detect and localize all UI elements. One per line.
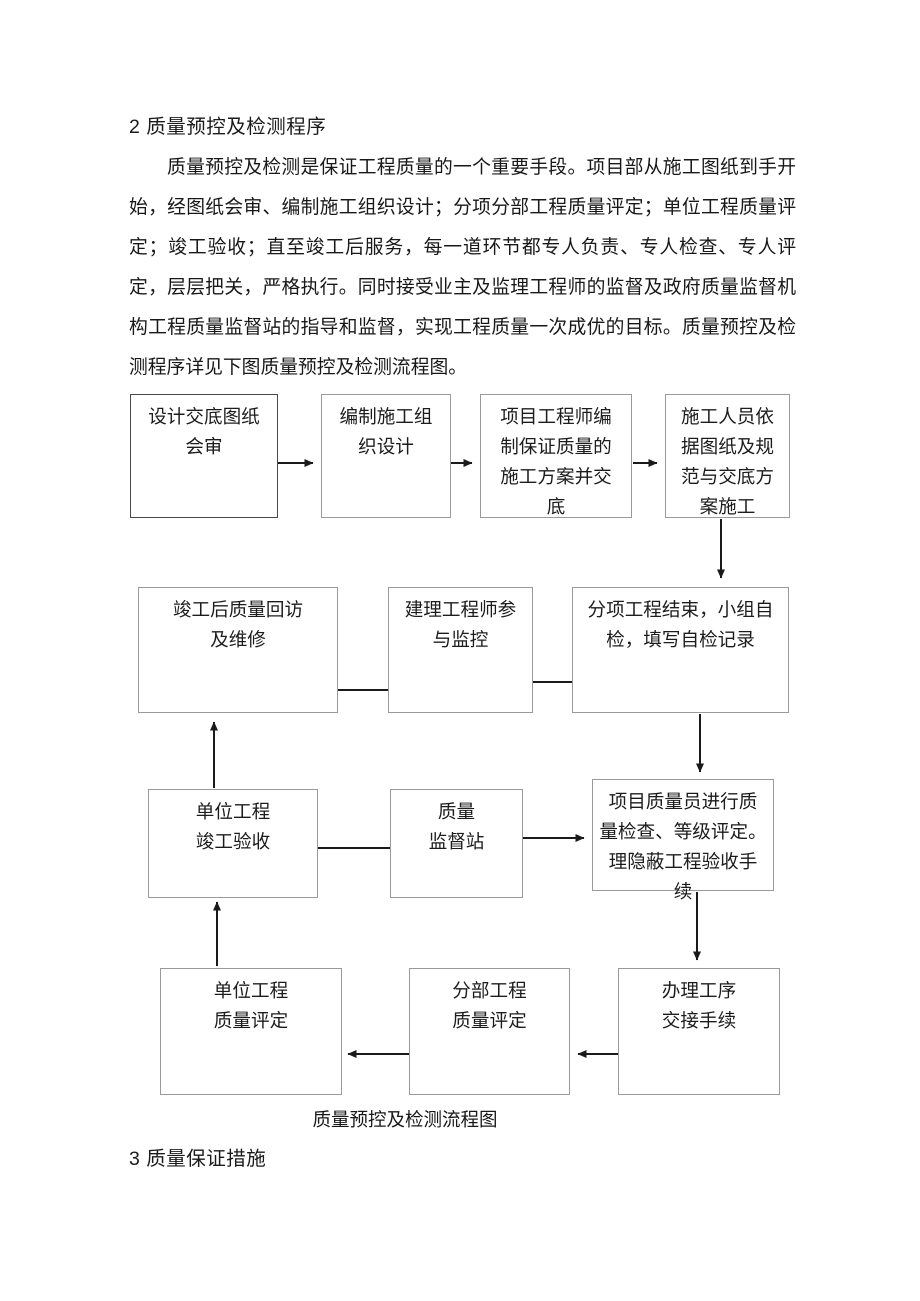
flow-box-division-project-rating[interactable]: 分部工程 质量评定 (409, 968, 570, 1095)
flow-box-label: 项目工程师编 制保证质量的 施工方案并交 底 (500, 407, 612, 518)
flow-box-unit-project-acceptance[interactable]: 单位工程 竣工验收 (148, 789, 318, 898)
flow-box-construction-org-design[interactable]: 编制施工组 织设计 (321, 394, 451, 518)
flow-box-workers-follow-drawings[interactable]: 施工人员依 据图纸及规 范与交底方 案施工 (665, 394, 790, 518)
flow-box-label: 建理工程师参 与监控 (404, 600, 517, 651)
flow-box-label: 项目质量员进行质 量检查、等级评定。 理隐蔽工程验收手 续 (599, 792, 767, 903)
flow-box-label: 单位工程 竣工验收 (195, 802, 271, 853)
flow-box-process-handover[interactable]: 办理工序 交接手续 (618, 968, 780, 1095)
flow-box-engineer-quality-plan[interactable]: 项目工程师编 制保证质量的 施工方案并交 底 (480, 394, 632, 518)
flow-box-label: 质量 监督站 (428, 802, 485, 853)
section-2-heading: 2 质量预控及检测程序 (129, 116, 327, 138)
figure-caption: 质量预控及检测流程图 (312, 1111, 498, 1131)
flow-box-quality-inspector-grading[interactable]: 项目质量员进行质 量检查、等级评定。 理隐蔽工程验收手 续 (592, 779, 774, 903)
flow-box-subitem-selfcheck[interactable]: 分项工程结束，小组自 检，填写自检记录 (572, 587, 789, 713)
flow-box-label: 设计交底图纸 会审 (148, 407, 260, 458)
flow-box-design-disclosure[interactable]: 设计交底图纸 会审 (130, 394, 278, 518)
flow-box-label: 竣工后质量回访 及维修 (172, 600, 304, 651)
flow-box-label: 单位工程 质量评定 (213, 981, 289, 1032)
flow-box-post-completion-revisit[interactable]: 竣工后质量回访 及维修 (138, 587, 338, 713)
flow-box-label: 编制施工组 织设计 (339, 407, 433, 458)
section-3-heading: 3 质量保证措施 (129, 1148, 267, 1170)
flow-box-quality-supervision-station[interactable]: 质量 监督站 (390, 789, 523, 898)
flow-box-label: 分项工程结束，小组自 检，填写自检记录 (587, 600, 774, 651)
flow-box-label: 施工人员依 据图纸及规 范与交底方 案施工 (681, 407, 774, 518)
section-2-paragraph: 质量预控及检测是保证工程质量的一个重要手段。项目部从施工图纸到手开始，经图纸会审… (129, 157, 796, 378)
flow-box-label: 办理工序 交接手续 (661, 981, 737, 1032)
flow-box-label: 分部工程 质量评定 (452, 981, 527, 1032)
flow-box-unit-project-rating[interactable]: 单位工程 质量评定 (160, 968, 342, 1095)
flow-box-supervisor-monitoring[interactable]: 建理工程师参 与监控 (388, 587, 533, 713)
